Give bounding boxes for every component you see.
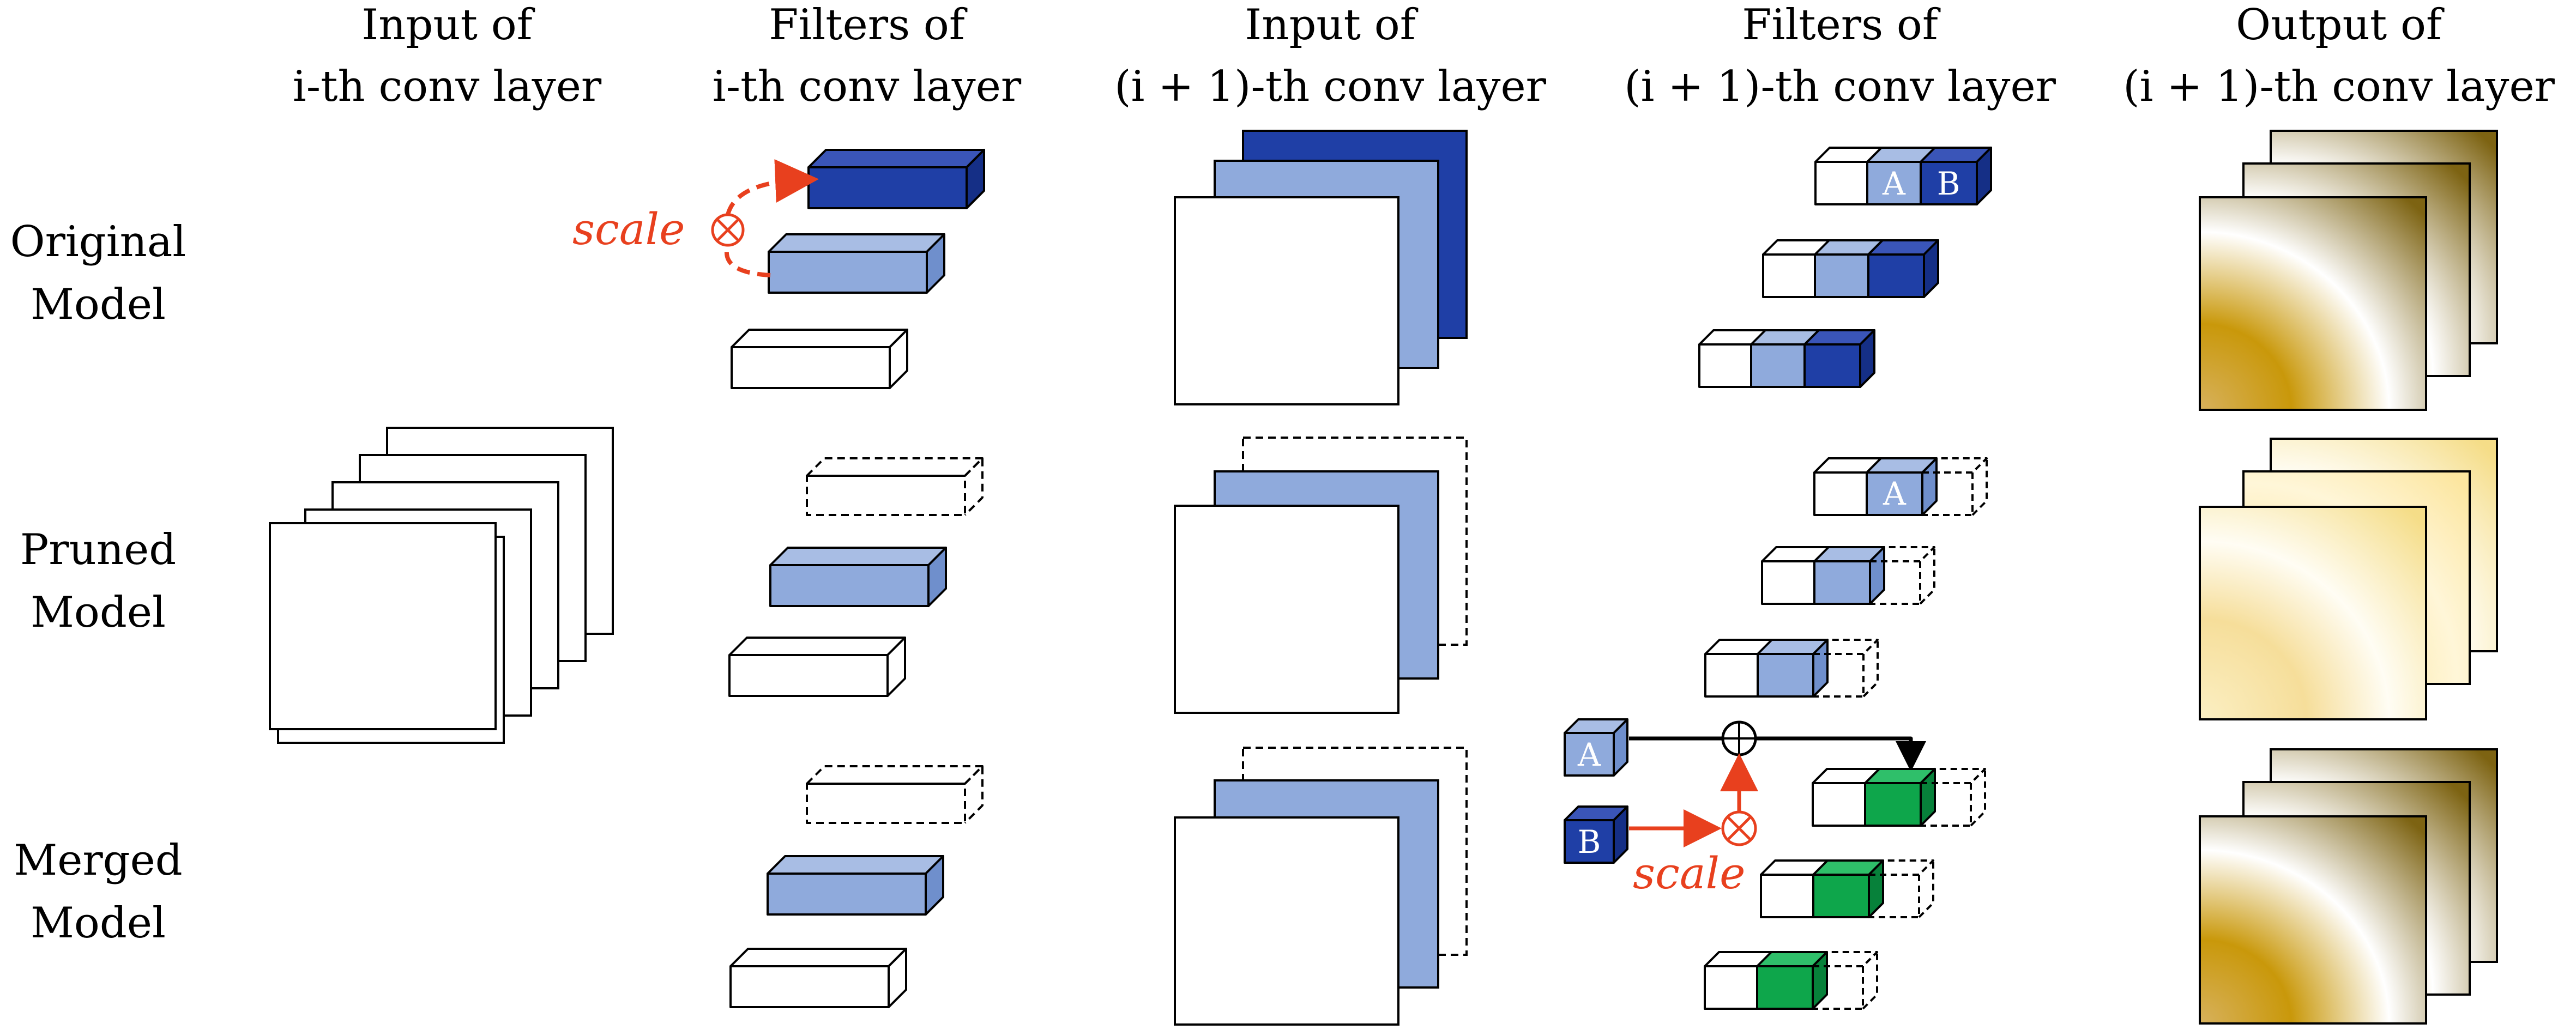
filter-dark-blue (807, 149, 985, 209)
column-headers: Input of i-th conv layer Filters of i-th… (293, 1, 2555, 111)
merge-operation: A B scale (1564, 718, 1926, 899)
output-merged (2199, 748, 2498, 1025)
header-col2-line1: Filters of (769, 1, 968, 50)
filters-i-pruned (728, 457, 984, 697)
filter-light-blue (768, 233, 945, 294)
filter-white (729, 948, 907, 1008)
arrow-sum-to-filter (1755, 736, 1926, 772)
row-merged-line2: Model (31, 899, 166, 948)
input-feature-maps (269, 427, 614, 744)
filters-next-original (1698, 147, 1992, 388)
filter-light-blue (767, 855, 944, 916)
channel-a-label-merge: A (1577, 736, 1601, 773)
filter-cube-row-2 (1761, 546, 1935, 605)
channel-a-label-pruned: A (1883, 475, 1907, 512)
header-col2-line2: i-th conv layer (713, 62, 1022, 111)
filter-white (731, 329, 908, 389)
filter-cube-row-2 (1762, 239, 1939, 298)
filters-next-pruned (1704, 457, 1988, 698)
row-pruned-line1: Pruned (20, 525, 176, 574)
input-next-pruned (1174, 437, 1468, 714)
channel-b-cube (1564, 805, 1628, 864)
filter-cube-row-1 (1812, 768, 1986, 827)
header-col4-line2: (i + 1)-th conv layer (1624, 62, 2056, 111)
header-col3-line1: Input of (1245, 1, 1418, 50)
channel-a-cube (1564, 718, 1628, 777)
output-pruned (2199, 438, 2498, 720)
filter-pruned-dashed (806, 457, 984, 516)
channel-b-label-original: B (1937, 165, 1960, 202)
filter-white (728, 637, 906, 697)
header-col1-line2: i-th conv layer (293, 62, 602, 111)
scale-label-bottom: scale (1633, 848, 1745, 899)
row-merged-line1: Merged (14, 836, 182, 885)
filters-i-merged (729, 765, 984, 1008)
row-pruned-line2: Model (31, 588, 166, 637)
filter-cube-row-3 (1698, 329, 1875, 388)
row-original-line2: Model (31, 280, 166, 329)
header-col4-line1: Filters of (1742, 1, 1941, 50)
channel-a-label-original: A (1882, 165, 1906, 202)
header-col3-line2: (i + 1)-th conv layer (1114, 62, 1547, 111)
row-original-line1: Original (10, 217, 186, 266)
filter-cube-row-3 (1704, 639, 1879, 698)
input-map-front (269, 522, 497, 730)
filter-pruned-dashed (806, 765, 984, 824)
filter-cube-row-1 (1813, 457, 1988, 516)
input-next-original (1174, 130, 1468, 405)
filter-light-blue (769, 547, 947, 607)
header-col5-line1: Output of (2236, 1, 2445, 50)
channel-b-label-merge: B (1578, 823, 1601, 861)
header-col1-line1: Input of (361, 1, 535, 50)
filter-cube-row-3 (1704, 951, 1878, 1010)
row-labels: Original Model Pruned Model Merged Model (10, 217, 186, 948)
filters-i-original (731, 149, 985, 389)
header-col5-line2: (i + 1)-th conv layer (2123, 62, 2555, 111)
output-original (2199, 130, 2498, 411)
filter-cube-row-1 (1814, 147, 1992, 205)
filters-next-merged (1704, 768, 1986, 1010)
input-next-merged (1174, 747, 1468, 1026)
scale-label-top: scale (572, 204, 685, 255)
scale-annotation-top: scale (572, 159, 819, 277)
filter-cube-row-2 (1760, 859, 1934, 918)
